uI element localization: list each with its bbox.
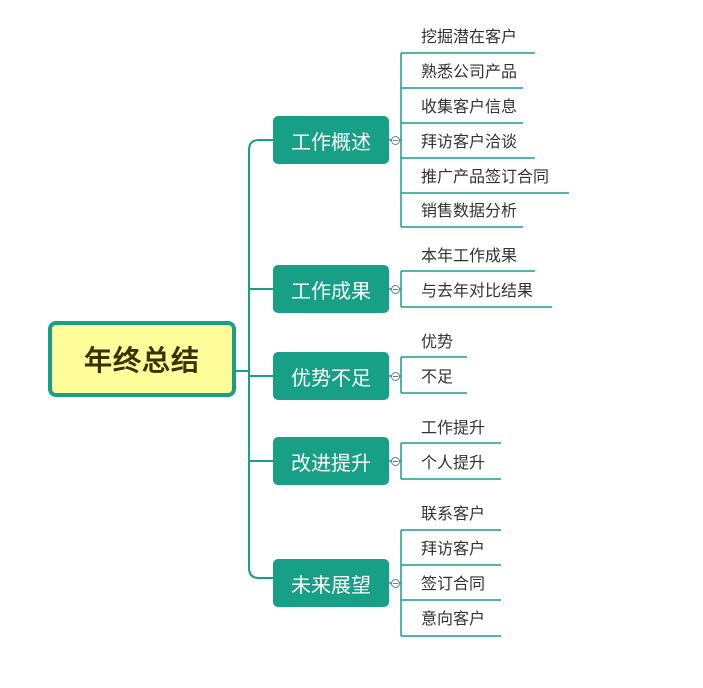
branch-topic-4[interactable]: 改进提升 xyxy=(273,437,389,485)
leaf-topic[interactable]: 联系客户 xyxy=(421,504,486,523)
leaf-topic[interactable]: 推广产品签订合同 xyxy=(421,167,550,186)
collapse-toggle-icon[interactable] xyxy=(391,372,400,381)
collapse-toggle-icon[interactable] xyxy=(391,136,400,145)
leaf-topic[interactable]: 销售数据分析 xyxy=(421,201,518,220)
collapse-toggle-icon[interactable] xyxy=(391,285,400,294)
leaf-topic[interactable]: 挖掘潜在客户 xyxy=(421,27,518,46)
leaf-topic[interactable]: 优势 xyxy=(421,332,454,351)
leaf-topic[interactable]: 工作提升 xyxy=(421,418,486,437)
leaf-topic[interactable]: 拜访客户 xyxy=(421,539,486,558)
leaf-topic[interactable]: 意向客户 xyxy=(421,609,486,628)
leaf-topic[interactable]: 签订合同 xyxy=(421,574,486,593)
leaf-topic[interactable]: 收集客户信息 xyxy=(421,97,518,116)
leaf-topic[interactable]: 不足 xyxy=(421,367,454,386)
leaf-topic[interactable]: 与去年对比结果 xyxy=(421,281,534,300)
leaf-topic[interactable]: 本年工作成果 xyxy=(421,246,518,265)
leaf-topic[interactable]: 拜访客户洽谈 xyxy=(421,132,518,151)
branch-topic-1[interactable]: 工作概述 xyxy=(273,116,389,164)
collapse-toggle-icon[interactable] xyxy=(391,579,400,588)
branch-topic-3[interactable]: 优势不足 xyxy=(273,352,389,400)
branch-topic-5[interactable]: 未来展望 xyxy=(273,559,389,607)
collapse-toggle-icon[interactable] xyxy=(391,457,400,466)
root-topic[interactable]: 年终总结 xyxy=(48,321,236,397)
leaf-topic[interactable]: 个人提升 xyxy=(421,453,486,472)
root-trunk-line xyxy=(236,139,273,579)
leaf-topic[interactable]: 熟悉公司产品 xyxy=(421,62,518,81)
branch-topic-2[interactable]: 工作成果 xyxy=(273,265,389,313)
